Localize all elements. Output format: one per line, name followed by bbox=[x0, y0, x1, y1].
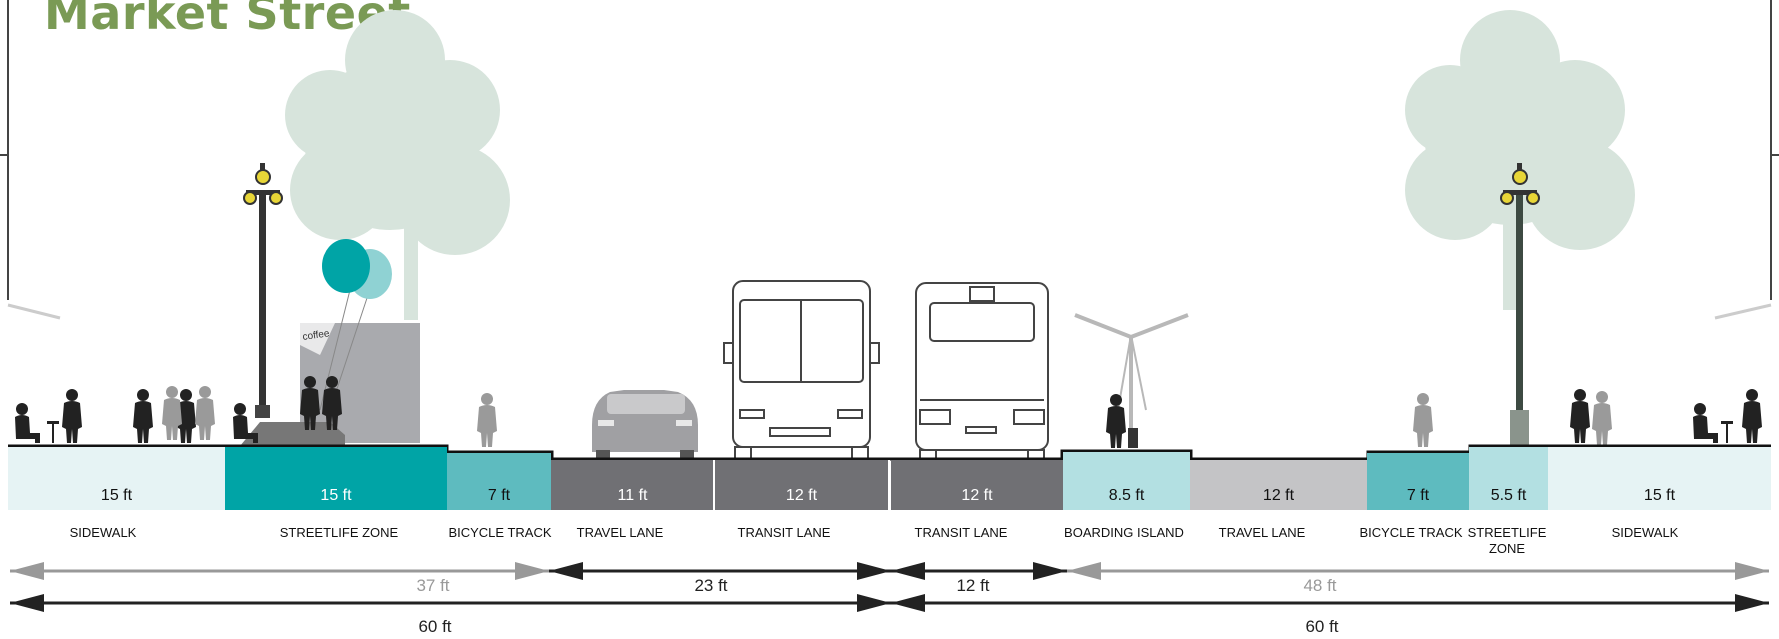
segments-layer: 15 ft SIDEWALK 15 ft STREETLIFE ZONE 7 ft BIC… bbox=[8, 447, 1771, 556]
segment-width-label: 15 ft bbox=[320, 487, 352, 504]
segment-sidewalk-right: 15 ft SIDEWALK bbox=[1548, 447, 1771, 540]
segment-fill bbox=[225, 447, 447, 510]
edge-lines bbox=[0, 0, 1779, 320]
segment-width-label: 7 ft bbox=[1407, 487, 1430, 504]
arrowhead bbox=[1735, 562, 1769, 580]
segment-width-label: 15 ft bbox=[1644, 487, 1676, 504]
segment-fill bbox=[1190, 460, 1367, 510]
dimensions-layer: 37 ft 23 ft 12 ft 48 ft 60 ft 60 ft bbox=[10, 562, 1769, 636]
dimension-label: 60 ft bbox=[1305, 617, 1338, 636]
luggage-icon bbox=[1128, 428, 1138, 448]
segment-name-label: TRAVEL LANE bbox=[577, 525, 664, 540]
tree-icon bbox=[285, 10, 510, 320]
segment-fill bbox=[447, 453, 551, 510]
segment-travel-lane-right: 12 ft TRAVEL LANE bbox=[1190, 460, 1367, 540]
dimension-label: 12 ft bbox=[956, 576, 989, 595]
segment-fill bbox=[8, 447, 225, 510]
segment-streetlife-zone-left: 15 ft STREETLIFE ZONE bbox=[225, 447, 447, 540]
balloon-icon bbox=[319, 239, 392, 411]
bus-shelter-icon bbox=[1074, 313, 1189, 447]
arrowhead bbox=[857, 594, 891, 612]
segment-name-label: SIDEWALK bbox=[1612, 525, 1679, 540]
segment-boarding-island: 8.5 ft BOARDING ISLAND bbox=[1063, 452, 1190, 540]
segment-width-label: 15 ft bbox=[101, 487, 133, 504]
segment-width-label: 8.5 ft bbox=[1109, 487, 1145, 504]
arrowhead bbox=[891, 562, 925, 580]
segment-fill bbox=[551, 460, 714, 510]
segment-width-label: 12 ft bbox=[1263, 487, 1295, 504]
segment-name-label: BICYCLE TRACK bbox=[448, 525, 551, 540]
segment-travel-lane-left: 11 ft TRAVEL LANE bbox=[551, 460, 714, 540]
dimension-dim-60-right: 60 ft bbox=[891, 594, 1769, 636]
segment-name-label: SIDEWALK bbox=[70, 525, 137, 540]
arrowhead bbox=[10, 562, 44, 580]
dimension-label: 48 ft bbox=[1303, 576, 1336, 595]
segment-name-label: STREETLIFE bbox=[1468, 525, 1547, 540]
segment-transit-lane-left: 12 ft TRANSIT LANE bbox=[714, 460, 889, 540]
car-icon bbox=[592, 390, 698, 458]
bus-icon bbox=[723, 280, 880, 460]
kiosk-icon: coffee bbox=[240, 323, 420, 446]
segment-width-label: 7 ft bbox=[488, 487, 511, 504]
segment-name-label: TRANSIT LANE bbox=[915, 525, 1008, 540]
dimension-dim-12: 12 ft bbox=[891, 562, 1067, 595]
arrowhead bbox=[1735, 594, 1769, 612]
segment-name-label: BOARDING ISLAND bbox=[1064, 525, 1184, 540]
segment-width-label: 12 ft bbox=[786, 487, 818, 504]
dimension-label: 23 ft bbox=[694, 576, 727, 595]
segment-fill bbox=[1367, 453, 1469, 510]
arrowhead bbox=[891, 594, 925, 612]
arrowhead bbox=[549, 562, 583, 580]
dimension-dim-60-left: 60 ft bbox=[10, 594, 891, 636]
segment-name-label: BICYCLE TRACK bbox=[1359, 525, 1462, 540]
segment-name-label: TRAVEL LANE bbox=[1219, 525, 1306, 540]
segment-width-label: 5.5 ft bbox=[1491, 487, 1527, 504]
dimension-dim-48: 48 ft bbox=[1067, 562, 1769, 595]
dimension-label: 60 ft bbox=[418, 617, 451, 636]
segment-bicycle-track-right: 7 ft BICYCLE TRACK bbox=[1359, 453, 1469, 540]
segment-fill bbox=[714, 460, 889, 510]
tree-icon bbox=[1405, 10, 1635, 310]
streetlamp-icon bbox=[1500, 163, 1540, 445]
dimension-dim-37: 37 ft bbox=[10, 562, 549, 595]
diagram-title: Market Street bbox=[44, 0, 411, 40]
segment-bicycle-track-left: 7 ft BICYCLE TRACK bbox=[447, 453, 552, 540]
streetlamp-icon bbox=[243, 163, 283, 418]
arrowhead bbox=[1067, 562, 1101, 580]
ground-profile bbox=[8, 444, 1771, 461]
arrowhead bbox=[10, 594, 44, 612]
arrowhead bbox=[1033, 562, 1067, 580]
kiosk-sign: coffee bbox=[302, 328, 331, 343]
bus-icon bbox=[915, 282, 1049, 463]
segment-fill bbox=[1469, 447, 1548, 510]
arrowhead bbox=[857, 562, 891, 580]
segment-fill bbox=[1063, 452, 1190, 510]
dimension-label: 37 ft bbox=[416, 576, 449, 595]
segment-width-label: 11 ft bbox=[618, 487, 649, 504]
arrowhead bbox=[515, 562, 549, 580]
segment-name-label: TRANSIT LANE bbox=[738, 525, 831, 540]
segment-fill bbox=[891, 460, 1063, 510]
segment-sidewalk-left: 15 ft SIDEWALK bbox=[8, 447, 225, 540]
segment-name-label: ZONE bbox=[1489, 541, 1525, 556]
segment-transit-lane-right: 12 ft TRANSIT LANE bbox=[891, 460, 1063, 540]
dimension-dim-23: 23 ft bbox=[549, 562, 891, 595]
segment-width-label: 12 ft bbox=[961, 487, 993, 504]
segment-fill bbox=[1548, 447, 1771, 510]
segment-name-label: STREETLIFE ZONE bbox=[280, 525, 399, 540]
